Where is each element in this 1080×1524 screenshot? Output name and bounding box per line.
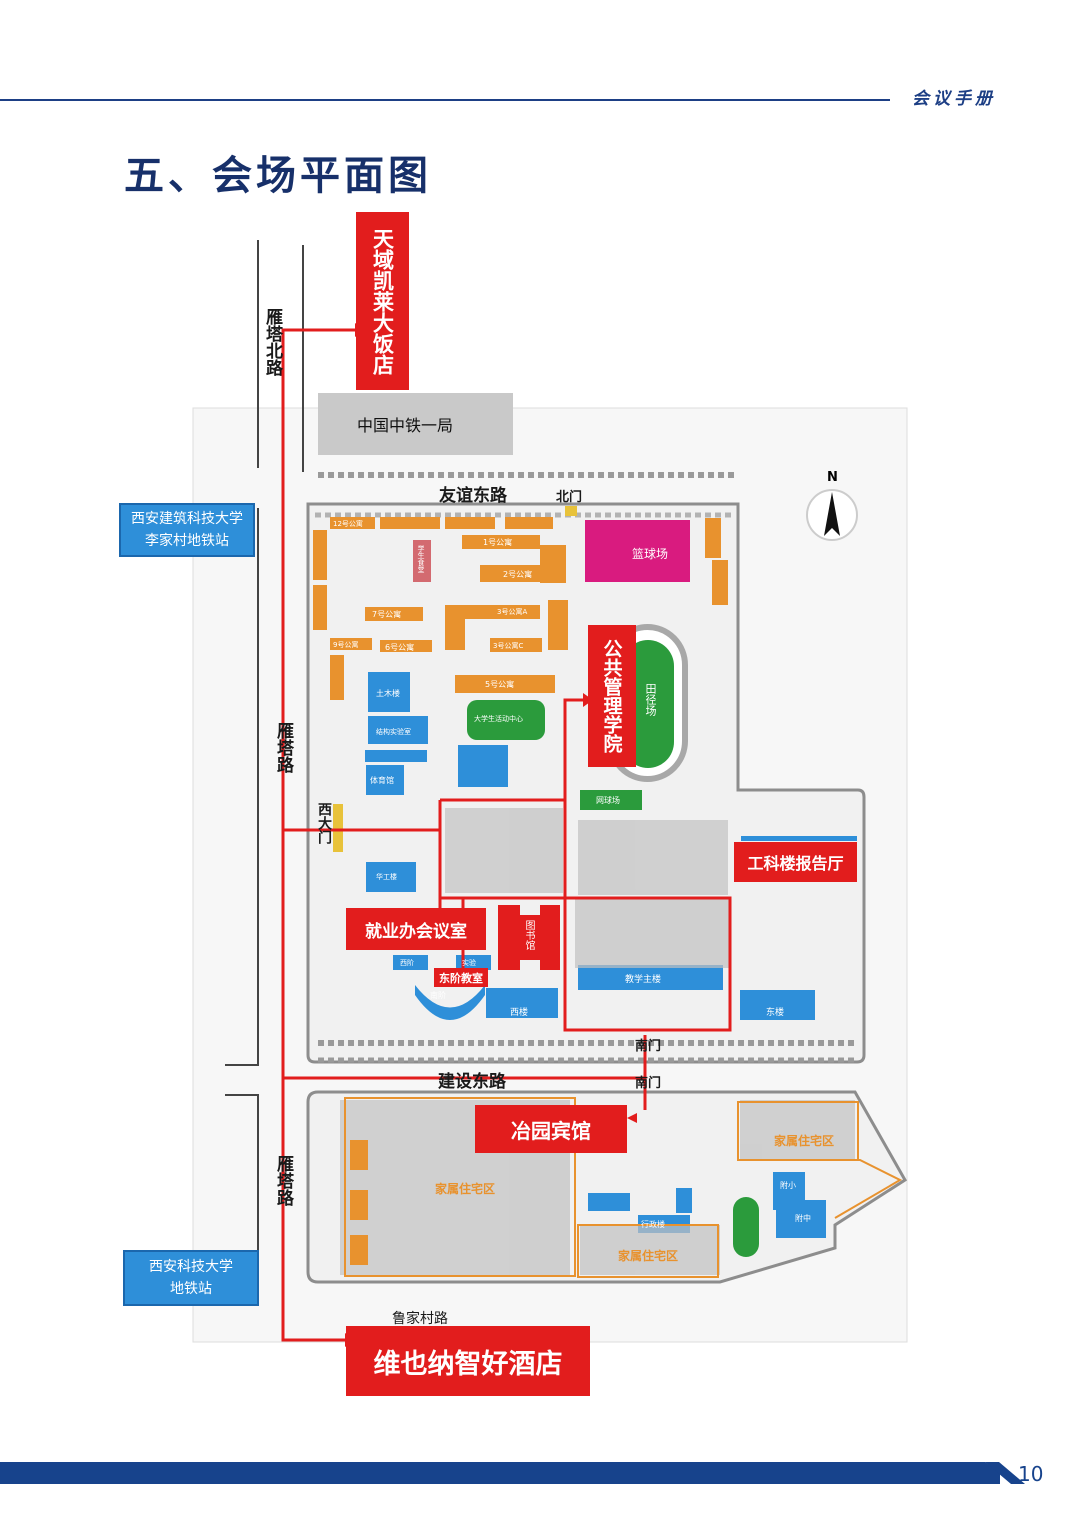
- road-line: [225, 508, 259, 1066]
- gate-south: 南门: [635, 1039, 662, 1054]
- hotel-yeyuan[interactable]: 冶园宾馆: [475, 1105, 627, 1153]
- label-west-step: 西阶: [400, 959, 414, 967]
- south-track: [733, 1197, 759, 1257]
- section-title: 五、会场平面图: [124, 153, 432, 199]
- label-dorm5: 5号公寓: [485, 680, 515, 689]
- label-south-step: 南阶: [430, 991, 446, 1000]
- gate-west: 西大门: [316, 802, 332, 844]
- north-gate-marker: [565, 506, 577, 516]
- label-civil: 土木楼: [376, 689, 400, 698]
- south-orange-blocks: [350, 1140, 368, 1265]
- label-structure-lab: 结构实验室: [376, 728, 411, 736]
- page-number: 10: [1018, 1462, 1044, 1486]
- north-arrow-icon: [824, 492, 840, 536]
- label-dorm9: 9号公寓: [333, 641, 359, 649]
- label-west-bldg: 西楼: [510, 1008, 529, 1018]
- label-dorm7: 7号公寓: [372, 610, 402, 619]
- west-gate-marker: [333, 804, 343, 852]
- header-rule: [0, 99, 890, 101]
- label-student-center: 大学生活动中心: [474, 715, 523, 723]
- venue-engineering-hall[interactable]: 工科楼报告厅: [734, 842, 857, 882]
- label-tennis: 网球场: [596, 796, 620, 805]
- metro-station-lijiacun[interactable]: 西安建筑科技大学 李家村地铁站: [119, 503, 255, 557]
- station-line: 西安科技大学: [149, 1259, 233, 1275]
- header-title: 会议手册: [912, 89, 996, 109]
- road-jianshe-east: 建设东路: [438, 1072, 506, 1092]
- road-yanta: 雁塔路: [273, 1155, 293, 1206]
- student-center-block: [467, 700, 545, 740]
- road-lujiacun: 鲁家村路: [392, 1311, 448, 1327]
- hotel-vienna[interactable]: 维也纳智好酒店: [346, 1326, 590, 1396]
- crec-block: [318, 393, 513, 455]
- label-dorm1: 1号公寓: [483, 538, 513, 547]
- venue-east-classroom[interactable]: 东阶教室: [434, 968, 488, 987]
- label-basketball: 篮球场: [632, 547, 669, 561]
- label-track: 田径场: [644, 683, 657, 716]
- tennis-court: [580, 790, 642, 810]
- label-experiment: 实验: [462, 959, 476, 967]
- label-admin: 行政楼: [641, 1220, 665, 1229]
- label-library: 图书馆: [523, 920, 534, 950]
- metro-station-xust[interactable]: 西安科技大学 地铁站: [123, 1250, 259, 1306]
- station-line: 地铁站: [170, 1281, 212, 1297]
- label-kindergarten: 附小: [780, 1181, 796, 1190]
- dorm-blocks: [313, 517, 728, 700]
- gate-south: 南门: [635, 1076, 662, 1091]
- south-hall-shape: [415, 985, 485, 1020]
- hotel-tianyu[interactable]: 天域凯莱大饭店: [356, 212, 409, 390]
- station-line: 西安建筑科技大学: [131, 511, 243, 527]
- station-line: 李家村地铁站: [145, 533, 229, 549]
- label-dorm6: 6号公寓: [385, 643, 415, 652]
- road-yanta: 雁塔路: [273, 722, 293, 773]
- label-east-bldg: 东楼: [766, 1008, 785, 1018]
- gate-north: 北门: [556, 490, 583, 505]
- label-dorm2: 2号公寓: [503, 570, 533, 579]
- label-canteen: 学生食堂: [417, 545, 425, 573]
- label-family1: 家属住宅区: [435, 1182, 496, 1196]
- label-workshop: 华工楼: [376, 873, 397, 881]
- venue-employment-room[interactable]: 就业办会议室: [346, 908, 486, 950]
- label-crec: 中国中铁一局: [357, 416, 454, 435]
- road-youyi-east: 友谊东路: [439, 486, 507, 506]
- label-teaching-main: 教学主楼: [625, 975, 662, 985]
- arrow-icon: [627, 1113, 637, 1123]
- compass-label: N: [827, 470, 838, 485]
- road-line: [225, 1094, 259, 1300]
- label-family2: 家属住宅区: [774, 1134, 835, 1148]
- footer-bar: [0, 1462, 1000, 1484]
- label-middle-school: 附中: [795, 1214, 811, 1223]
- label-gym: 体育馆: [370, 776, 394, 785]
- label-family3: 家属住宅区: [618, 1249, 679, 1263]
- library-block: [498, 905, 560, 970]
- footer-notch: [985, 1462, 1080, 1484]
- basketball-court: [585, 520, 690, 582]
- residential-borders: [344, 1097, 903, 1278]
- label-dorm3a: 3号公寓A: [497, 608, 528, 616]
- canteen-block: [413, 540, 431, 582]
- road-yanta-north: 雁塔北路: [262, 308, 282, 376]
- label-dorm12: 12号公寓: [333, 520, 363, 528]
- venue-public-admin[interactable]: 公共管理学院: [588, 625, 636, 767]
- label-dorm3c: 3号公寓C: [493, 642, 524, 650]
